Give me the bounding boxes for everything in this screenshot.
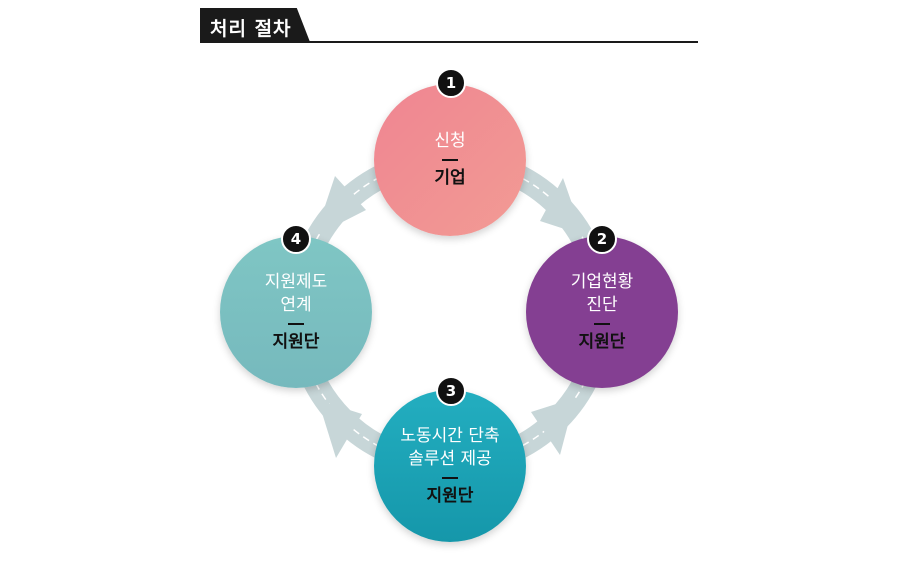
arrow-3-to-4 bbox=[318, 400, 362, 458]
step-4-badge: 4 bbox=[281, 224, 311, 254]
section-header-tab bbox=[200, 8, 310, 42]
step-4-dash bbox=[288, 322, 304, 325]
step-1-title: 신청 bbox=[434, 131, 466, 151]
step-1-owner: 기업 bbox=[434, 168, 466, 188]
arrow-2-to-3 bbox=[531, 398, 575, 455]
step-3-owner: 지원단 bbox=[426, 485, 474, 506]
step-4-owner: 지원단 bbox=[272, 331, 320, 352]
arrow-1-to-2 bbox=[540, 178, 583, 235]
step-2-circle: 기업현황 진단 지원단 bbox=[526, 236, 678, 388]
step-3-circle: 노동시간 단축 솔루션 제공 지원단 bbox=[374, 390, 526, 542]
step-2-dash bbox=[594, 322, 610, 325]
step-2-title: 기업현황 bbox=[570, 271, 634, 292]
step-1-circle: 신청 기업 bbox=[374, 84, 526, 236]
step-3-title: 노동시간 단축 bbox=[400, 425, 500, 446]
section-header: 처리 절차 bbox=[200, 8, 698, 44]
step-3-dash bbox=[442, 476, 458, 479]
header-rule bbox=[200, 41, 698, 43]
step-1-dash bbox=[442, 159, 458, 161]
step-4-title: 지원제도 bbox=[264, 271, 328, 292]
step-3-subtitle: 솔루션 제공 bbox=[408, 448, 492, 469]
step-4-circle: 지원제도 연계 지원단 bbox=[220, 236, 372, 388]
step-3-badge: 3 bbox=[436, 376, 466, 406]
step-4-subtitle: 연계 bbox=[280, 294, 312, 315]
arrow-4-to-1 bbox=[315, 176, 366, 236]
step-2-subtitle: 진단 bbox=[586, 294, 618, 315]
step-2-owner: 지원단 bbox=[578, 331, 626, 352]
section-title: 처리 절차 bbox=[210, 18, 292, 40]
step-2-badge: 2 bbox=[587, 224, 617, 254]
step-1-badge: 1 bbox=[436, 68, 466, 98]
